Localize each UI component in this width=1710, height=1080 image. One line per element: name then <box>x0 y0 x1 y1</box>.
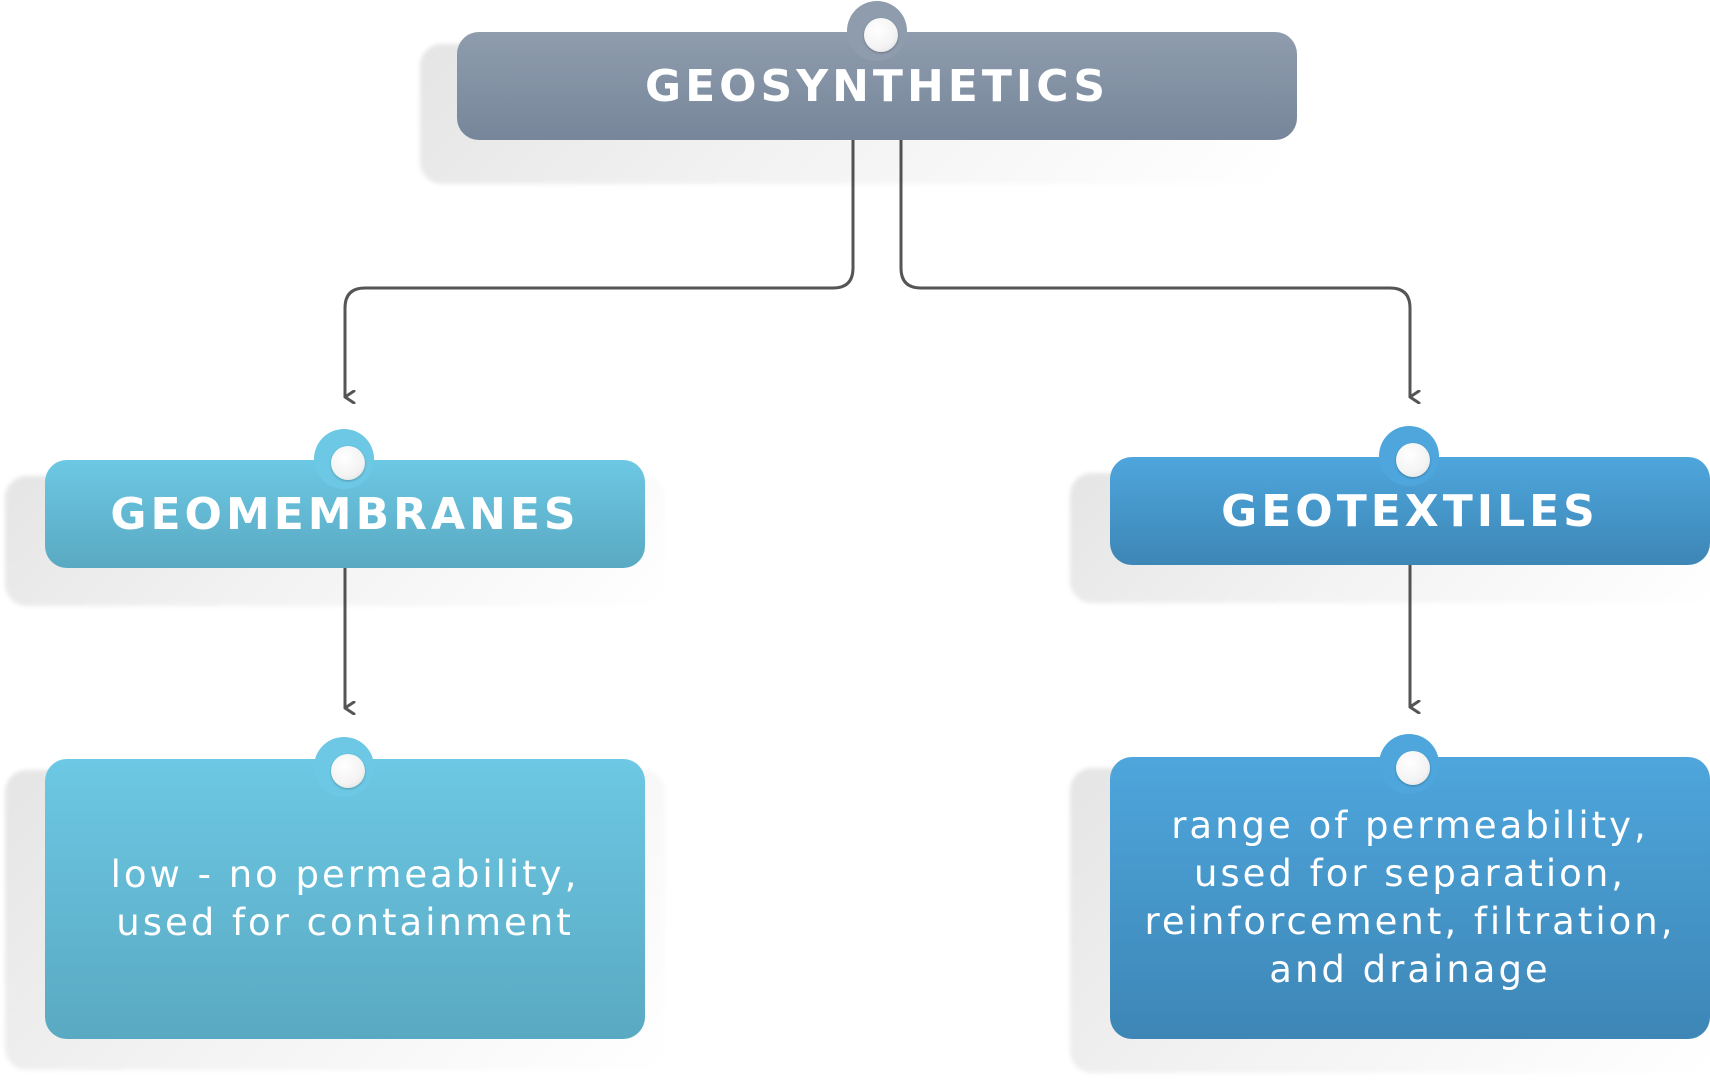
geomembranes-connector-knob-icon <box>314 429 374 489</box>
geotextiles-description-knob-icon <box>1379 734 1439 794</box>
connector-root-to-geomembranes <box>343 140 855 397</box>
geotextiles-description: range of permeability, used for separati… <box>1125 802 1696 994</box>
geotextiles-connector-knob-icon <box>1379 426 1439 486</box>
geomembranes-description: low - no permeability, used for containm… <box>91 851 600 947</box>
geotextiles-description-line: and drainage <box>1269 948 1551 991</box>
geomembranes-description-line: used for containment <box>116 901 574 944</box>
geotextiles-description-line: range of permeability, <box>1171 804 1649 847</box>
connector-root-to-geotextiles <box>899 140 1410 397</box>
geosynthetics-label: GEOSYNTHETICS <box>644 60 1110 112</box>
geotextiles-description-line: reinforcement, filtration, <box>1144 900 1676 943</box>
geotextiles-description-box: range of permeability, used for separati… <box>1110 757 1710 1039</box>
geomembranes-description-line: low - no permeability, <box>110 853 580 896</box>
geomembranes-label: GEOMEMBRANES <box>110 488 580 540</box>
geomembranes-description-knob-icon <box>314 737 374 797</box>
geotextiles-description-line: used for separation, <box>1193 852 1627 895</box>
geomembranes-description-box: low - no permeability, used for containm… <box>45 759 645 1039</box>
geotextiles-label: GEOTEXTILES <box>1221 485 1599 537</box>
root-connector-knob-icon <box>847 1 907 61</box>
